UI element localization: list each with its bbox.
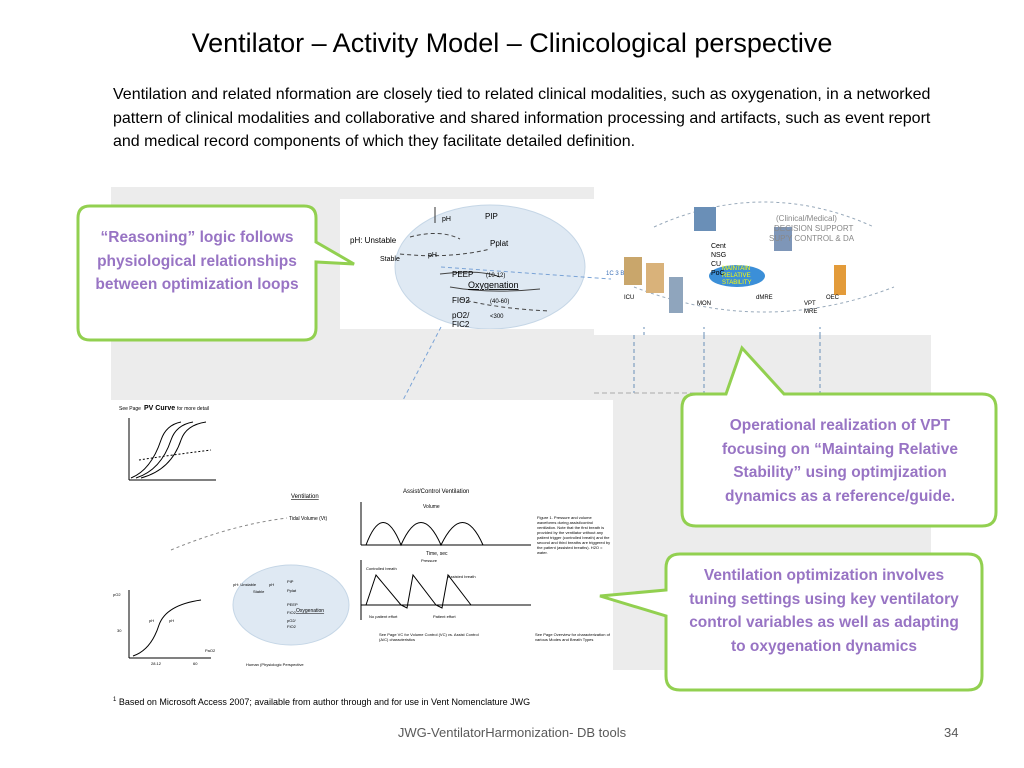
ventilation-heading: Ventilation [291, 494, 319, 500]
maintain-label: MAINTAIN [722, 266, 750, 272]
ventilation-physiology-svg: See Page PV Curve for more detail Ventil… [113, 405, 611, 667]
no-patient-effort-label: No patient effort [369, 614, 398, 619]
footnote-text: Based on Microsoft Access 2007; availabl… [118, 697, 531, 707]
peep-range-label: (10-12) [486, 273, 505, 279]
po2-label: pO2/ [452, 311, 470, 320]
oec-label: OEC [826, 295, 840, 301]
scurve-2812-label: 28.12 [151, 661, 162, 666]
stability-label: STABILITY [722, 280, 752, 286]
po2-threshold-label: <300 [490, 314, 504, 320]
figure-caption: Figure 1. Pressure and volume waveforms … [537, 515, 611, 555]
small-fio2-label: FIO2 [287, 610, 297, 615]
footnote: 1 Based on Microsoft Access 2007; availa… [113, 697, 530, 707]
assist-control-title: Assist/Control Ventilation [403, 489, 469, 495]
controlled-breath-label: Controlled breath [366, 566, 397, 571]
operational-callout: Operational realization of VPT focusing … [680, 345, 1002, 528]
pip-label: PIP [485, 212, 498, 221]
pv-curve-header: PV Curve [144, 405, 175, 412]
overview-note: See Page Overview for characterization o… [535, 632, 610, 642]
small-pip-label: PIP [287, 579, 294, 584]
vpt-label: VPT [804, 301, 816, 307]
dmre-label: dMRE [756, 295, 773, 301]
stable-label: Stable [380, 256, 400, 263]
scurve-pao2-label: PaO2 [205, 648, 216, 653]
pressure-label: Pressure [421, 558, 438, 563]
oxygenation-diagram: PIP pH pH: Unstable Pplat Stable pH PEEP… [340, 199, 598, 330]
bed-label: 1C 3 B [606, 271, 624, 277]
page-number: 34 [944, 725, 959, 740]
scurve-po2-label: pO2 [113, 592, 121, 597]
small-po2-label: pO2/ [287, 618, 297, 623]
pplat-label: Pplat [490, 239, 509, 248]
tidal-volume-label: Tidal Volume (Vt) [289, 516, 327, 522]
patient-effort-label: Patient effort [433, 614, 456, 619]
ventilation-physiology-figure: See Page PV Curve for more detail Ventil… [111, 400, 613, 670]
fio2-range-label: (40-60) [490, 299, 509, 305]
fio2-label: FIO2 [452, 296, 470, 305]
human-perspective-label: Human (Physiologic Perspective [246, 662, 304, 667]
relative-label: RELATIVE [722, 273, 751, 279]
small-peep-label: PEEP [287, 602, 298, 607]
ventilation-callout-shape [599, 552, 984, 692]
cent-label: Cent [711, 243, 726, 250]
cu-label: CU [711, 261, 721, 268]
reasoning-callout: “Reasoning” logic follows physiological … [76, 204, 356, 344]
time-label: Time, sec [426, 551, 448, 557]
small-ph-label-2: pH [149, 618, 154, 623]
ph-unstable-label: pH: Unstable [350, 236, 397, 245]
reasoning-callout-shape [76, 204, 355, 342]
oxygenation-label: Oxygenation [468, 280, 519, 290]
assisted-breath-label: Assisted breath [448, 574, 476, 579]
scurve-60-label: 60 [193, 661, 198, 666]
small-ph-label-1: pH [269, 582, 274, 587]
vc-note: See Page VC for Volume Control (VC) vs. … [379, 632, 479, 642]
intro-paragraph: Ventilation and related nformation are c… [113, 86, 931, 150]
pv-prefix: See Page [119, 406, 141, 412]
footnote-marker: 1 [113, 697, 117, 703]
decision-support-label: DECISION SUPPORT [774, 224, 854, 233]
ventilation-callout-text: Ventilation optimization involves tuning… [689, 567, 959, 655]
operational-callout-shape [680, 345, 998, 528]
small-fio2-label-2: FIO2 [287, 624, 297, 629]
operational-callout-text: Operational realization of VPT focusing … [722, 417, 958, 505]
poc-label: PoC [711, 270, 725, 277]
reasoning-callout-text: “Reasoning” logic follows physiological … [95, 229, 299, 293]
clinical-medical-label: (Clinical/Medical) [776, 214, 837, 223]
icu-label: ICU [624, 295, 634, 301]
small-oxygenation-label: Oxygenation [296, 608, 324, 614]
scurve-30-label: 30 [117, 628, 122, 633]
small-ph-unstable-label: pH: Unstable [233, 582, 257, 587]
fic2-label: FIC2 [452, 320, 470, 329]
ph-label-1: pH [442, 216, 451, 223]
small-pplat-label: Pplat [287, 588, 297, 593]
slide-title: Ventilator – Activity Model – Clinicolog… [191, 28, 833, 58]
footer-text: JWG-VentilatorHarmonization- DB tools [397, 725, 627, 740]
oxygenation-diagram-svg: PIP pH pH: Unstable Pplat Stable pH PEEP… [350, 204, 586, 330]
mre-label: MRE [804, 309, 817, 315]
ph-label-2: pH [428, 252, 437, 259]
peep-label: PEEP [452, 270, 473, 279]
mon-label: MON [697, 301, 711, 307]
ventilation-callout: Ventilation optimization involves tuning… [598, 552, 986, 694]
small-stable-label: Stable [253, 589, 265, 594]
volume-label: Volume [423, 504, 440, 510]
nsg-label: NSG [711, 252, 726, 259]
supy-control-label: SUP'Y CONTROL & DA [769, 234, 855, 243]
pv-suffix: for more detail [177, 406, 209, 412]
small-ph-label-3: pH [169, 618, 174, 623]
